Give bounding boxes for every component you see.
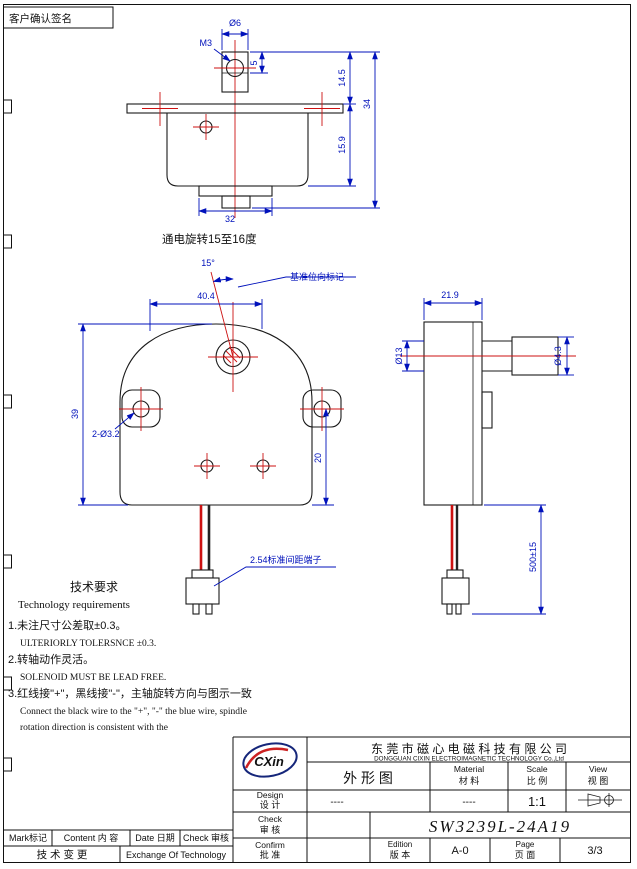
tech-item3-cn: 3.红线接"+"，黑线接"-"，主轴旋转方向与图示一致: [8, 686, 252, 700]
dim-total-height: 34: [252, 51, 380, 209]
rev-header-check: Check 审核: [183, 832, 229, 843]
tech-item3-en1: Connect the black wire to the "+", "-" t…: [20, 707, 247, 717]
dim-label: 39: [70, 409, 80, 419]
rev-footer-en: Exchange Of Technology: [126, 850, 226, 860]
dim-label: 15°: [201, 258, 215, 268]
dim-label: 500±15: [528, 542, 538, 572]
edition-value: A-0: [451, 845, 468, 857]
flange-plate: [126, 103, 344, 114]
dim-label: 20: [313, 453, 323, 463]
rev-header-date: Date 日期: [135, 833, 175, 843]
material-label-cn: 材 料: [459, 775, 480, 786]
dim-label: Ø4.3: [553, 346, 563, 366]
dim-label: 2-Ø3.2: [92, 429, 120, 439]
cixin-logo: CXin: [242, 742, 298, 778]
body-outline: [119, 323, 313, 506]
edition-label-cn: 版 本: [390, 849, 411, 860]
dim-bottom-offset: 20: [312, 408, 334, 506]
rev-header-content: Content 内 容: [64, 832, 119, 843]
dim-label: 15.9: [337, 136, 347, 154]
dim-wire-length: 500±15: [472, 504, 546, 615]
material-label-en: Material: [454, 764, 484, 774]
design-value: ----: [330, 797, 343, 808]
tech-item1-en: ULTERIORLY TOLERSNCE ±0.3.: [20, 639, 156, 649]
tech-item1-cn: 1.未注尺寸公差取±0.3。: [8, 618, 127, 632]
callout-mount-holes: 2-Ø3.2: [92, 412, 135, 439]
hub-boss: [221, 195, 251, 209]
dim-depth: 21.9: [423, 290, 483, 320]
title-block: CXin 东 莞 市 磁 心 电 磁 科 技 有 限 公 司 DONGGUAN …: [232, 736, 631, 863]
tech-title-en: Technology requirements: [18, 599, 130, 611]
tech-item2-en: SOLENOID MUST BE LEAD FREE.: [20, 673, 166, 683]
terminal-note: 2.54标准间距端子: [213, 554, 336, 587]
rotation-note: 通电旋转15至16度: [162, 232, 257, 246]
logo-text: CXin: [254, 754, 284, 769]
front-view: 15° 基准位向标记 40.4 39 2-Ø3.2: [70, 258, 356, 615]
dim-body-height: 39: [70, 323, 212, 506]
dim-label: 34: [362, 99, 372, 109]
tech-item3-en2: rotation direction is consistent with th…: [20, 723, 168, 733]
dim-label: 14.5: [337, 69, 347, 87]
design-label-cn: 设 计: [260, 799, 281, 810]
dim-boss-dia: Ø13: [394, 340, 424, 372]
page-border: [3, 4, 631, 863]
edition-label-en: Edition: [388, 840, 412, 849]
dim-body-height: 15.9: [308, 103, 356, 187]
dim-label: 40.4: [197, 291, 215, 301]
dim-top-width: 40.4: [149, 291, 263, 331]
dim-shaft-dia: Ø6: [221, 18, 249, 50]
confirm-label-cn: 批 准: [260, 849, 281, 860]
material-value: ----: [462, 797, 475, 808]
rev-header-mark: Mark标记: [9, 832, 47, 843]
datum-label: 基准位向标记: [290, 271, 344, 282]
view-label-cn: 视 图: [588, 775, 609, 786]
part-number: SW3239L-24A19: [429, 817, 571, 836]
dim-label: M3: [199, 38, 212, 48]
tech-requirements: 技术要求 Technology requirements 1.未注尺寸公差取±0…: [8, 580, 252, 733]
terminal-label: 2.54标准间距端子: [250, 554, 322, 565]
rev-footer-cn: 技 术 变 更: [37, 848, 88, 861]
top-view: Ø6 M3 5 14.5 15.9 34: [126, 18, 380, 224]
tech-title-cn: 技术要求: [70, 580, 118, 594]
page-value: 3/3: [587, 845, 602, 857]
rotation-limit-line: [210, 271, 234, 358]
callout-m3: M3: [199, 38, 231, 62]
check-label-en: Check: [258, 814, 283, 824]
view-label-en: View: [589, 764, 608, 774]
signature-label: 客户确认签名: [9, 12, 72, 25]
projection-symbol-icon: [578, 793, 622, 807]
zone-ticks: [3, 99, 12, 772]
check-label-cn: 审 核: [260, 824, 281, 835]
page-label-cn: 页 面: [515, 850, 536, 860]
company-name-cn: 东 莞 市 磁 心 电 磁 科 技 有 限 公 司: [371, 741, 567, 756]
scale-label-en: Scale: [526, 764, 548, 774]
shaft-outline: [221, 51, 249, 93]
scale-label-cn: 比 例: [527, 775, 548, 786]
dim-label: 5: [249, 60, 259, 65]
dim-shaft-flat: 5: [249, 51, 380, 74]
company-name-en: DONGGUAN CIXIN ELECTROIMAGNETIC TECHNOLO…: [374, 756, 564, 763]
revision-table: Mark标记 Content 内 容 Date 日期 Check 审核 技 术 …: [3, 829, 233, 863]
page-label-en: Page: [516, 840, 535, 849]
connector: [185, 569, 220, 615]
connector: [441, 569, 470, 615]
side-view: 21.9 Ø13 Ø4.3 500±15: [394, 290, 576, 615]
dim-rotation-angle: 15°: [201, 258, 234, 283]
ear-tab: [481, 391, 493, 429]
dim-label: 32: [225, 214, 235, 224]
datum-note: 基准位向标记: [237, 271, 356, 288]
confirm-label-en: Confirm: [255, 840, 285, 850]
signature-box: 客户确认签名: [3, 6, 114, 29]
drawing-name: 外 形 图: [343, 770, 393, 786]
design-label-en: Design: [257, 790, 284, 800]
dim-label: Ø6: [229, 18, 241, 28]
dim-shaft-dia: Ø4.3: [553, 336, 574, 376]
dim-hub-width: 32: [198, 198, 273, 224]
dim-label: Ø13: [394, 347, 404, 364]
dim-label: 21.9: [441, 290, 459, 300]
tech-item2-cn: 2.转轴动作灵活。: [8, 652, 94, 666]
scale-value: 1:1: [528, 794, 546, 809]
